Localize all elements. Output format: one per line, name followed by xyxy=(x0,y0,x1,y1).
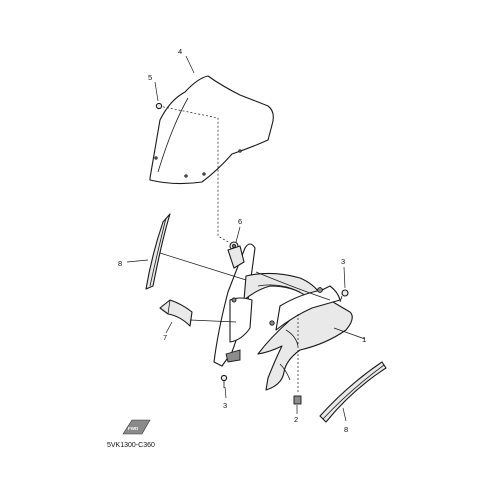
callout-8-right: 8 xyxy=(344,425,348,434)
bracket-piece-part xyxy=(159,299,193,327)
callout-1: 1 xyxy=(362,335,366,344)
callout-4: 4 xyxy=(178,47,182,56)
inner-panel-part xyxy=(213,243,353,391)
callout-8-left: 8 xyxy=(118,259,122,268)
screw-5-part xyxy=(155,102,163,110)
callout-2: 2 xyxy=(294,415,298,424)
callout-3-bottom: 3 xyxy=(223,401,227,410)
callout-3-top: 3 xyxy=(341,257,345,266)
diagram-code: 5VK1300-C360 xyxy=(107,442,155,449)
fwd-label: FWD xyxy=(128,426,139,431)
strip-left-part xyxy=(145,213,171,290)
callout-7: 7 xyxy=(163,333,167,342)
screw-top-part xyxy=(339,289,349,303)
screw-bottom-part xyxy=(220,374,228,388)
callout-labels: 1 2 3 3 4 5 6 7 8 8 xyxy=(118,47,366,434)
leader-lines xyxy=(126,55,366,422)
callout-6: 6 xyxy=(238,217,242,226)
fwd-arrow-icon: FWD xyxy=(122,419,151,435)
strip-right-part xyxy=(319,361,387,423)
callout-5: 5 xyxy=(148,73,152,82)
nut-part xyxy=(293,314,302,405)
